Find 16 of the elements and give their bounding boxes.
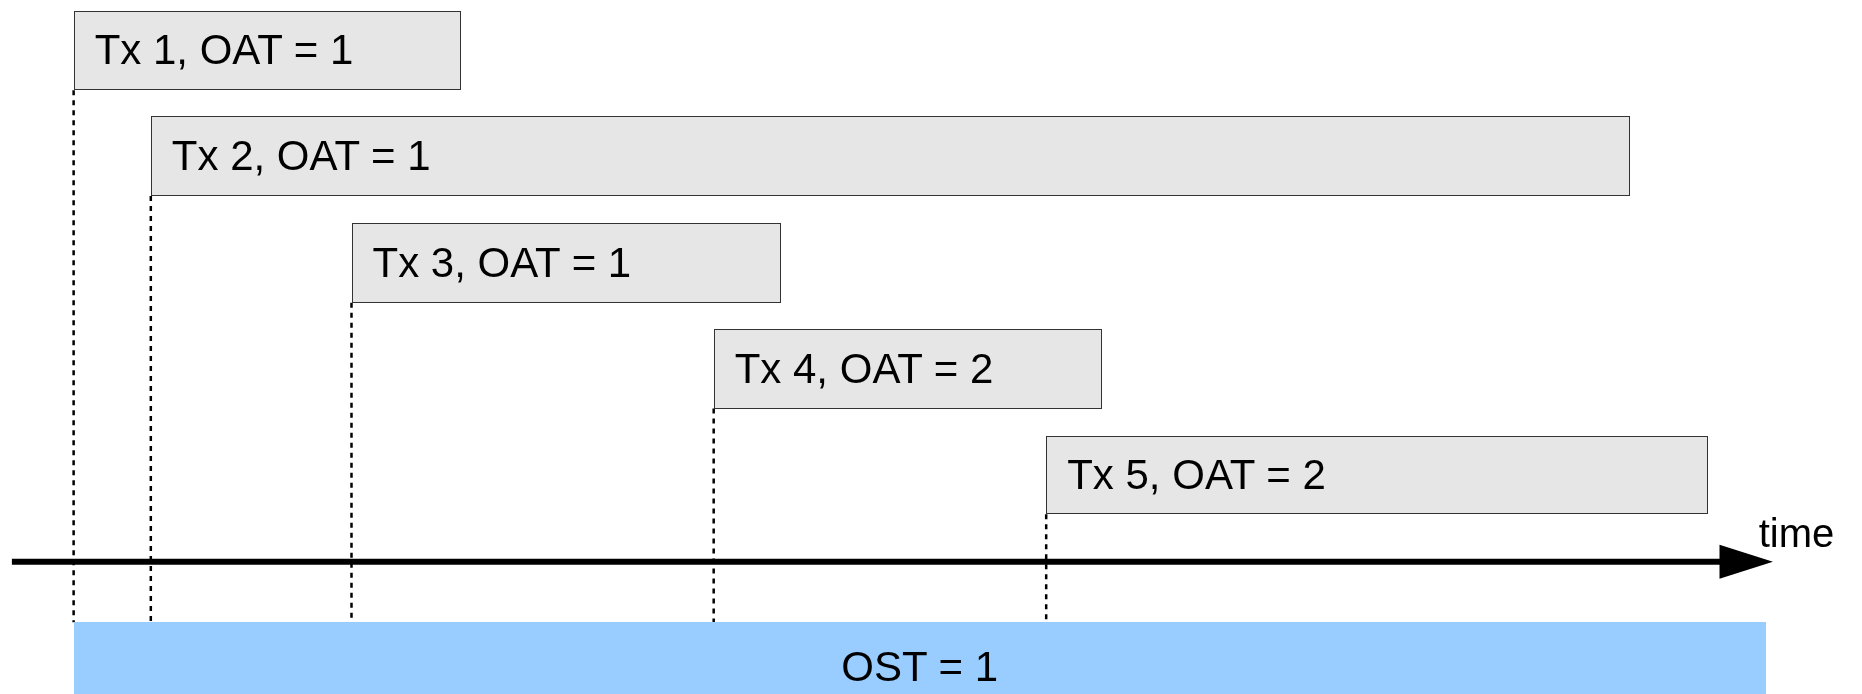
bar-label: Tx 5, OAT = 2 [1067, 451, 1326, 499]
dotted-line [149, 195, 153, 623]
bar-label: Tx 1, OAT = 1 [94, 26, 354, 75]
transaction-bar [713, 328, 1102, 409]
bar-label: Tx 3, OAT = 1 [372, 239, 632, 288]
axis-label: time [1758, 510, 1835, 556]
bar-label: Tx 2, OAT = 1 [171, 132, 431, 181]
dotted-line [712, 408, 715, 623]
bar-label: OST = 1 [841, 643, 999, 692]
transaction-bar [73, 10, 461, 91]
transaction-bar [150, 116, 1631, 196]
transaction-bar [1046, 435, 1708, 515]
dotted-line [72, 90, 75, 623]
transaction-bar [351, 223, 782, 303]
bar-label: Tx 4, OAT = 2 [734, 344, 994, 393]
time-bar [73, 622, 1766, 694]
